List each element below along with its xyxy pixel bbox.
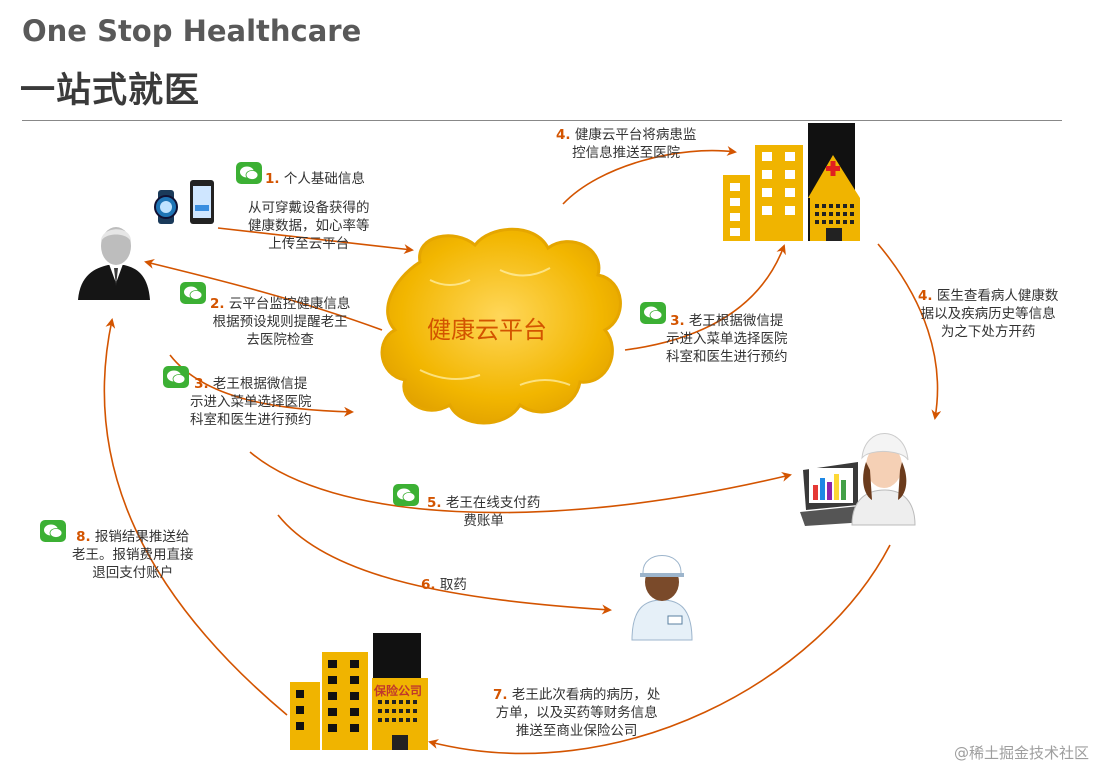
step-text: 科室和医生进行预约 [666,349,788,365]
step-text: 示进入菜单选择医院 [190,394,312,410]
step-text: 老王。报销费用直接 [72,547,194,563]
step-text: 方单，以及买药等财务信息 [495,705,658,721]
arrow-step8 [103,318,288,716]
step-text: 据以及疾病历史等信息 [920,306,1056,322]
step-1-detail: 从可穿戴设备获得的 健康数据，如心率等 上传至云平台 [248,199,370,253]
arrow-step6 [277,514,612,615]
step-text: 控信息推送至医院 [572,145,681,161]
step-8-label: 8. 报销结果推送给 老王。报销费用直接 退回支付账户 [72,528,194,582]
step-text: 医生查看病人健康数 [936,288,1059,304]
arrow-step2 [144,259,383,331]
step-3-right-label: 3. 老王根据微信提 示进入菜单选择医院 科室和医生进行预约 [666,312,788,366]
arrow-step4-right [877,243,942,420]
wechat-icon [180,282,206,304]
watermark: @稀土掘金技术社区 [953,744,1089,762]
step-1-label: 1. 个人基础信息 [265,170,365,188]
step-number: 8. [76,529,91,545]
step-4-right-label: 4. 医生查看病人健康数 据以及疾病历史等信息 为之下处方开药 [918,287,1058,341]
step-text: 取药 [439,577,467,593]
step-text: 推送至商业保险公司 [515,723,638,739]
step-text: 根据预设规则提醒老王 [212,314,348,330]
step-number: 7. [493,687,508,703]
step-text: 费账单 [463,513,504,529]
step-7-label: 7. 老王此次看病的病历，处 方单，以及买药等财务信息 推送至商业保险公司 [493,686,660,740]
insurance-building-icon [290,633,428,750]
step-number: 5. [427,495,442,511]
step-text: 退回支付账户 [92,565,174,581]
step-text: 老王在线支付药 [445,495,541,511]
arrow-step5 [249,451,792,514]
step-text: 个人基础信息 [283,171,365,187]
step-text: 上传至云平台 [268,236,350,252]
step-number: 3. [194,376,209,392]
step-text: 报销结果推送给 [94,529,190,545]
wechat-icon [40,520,66,542]
step-text: 示进入菜单选择医院 [666,331,788,347]
step-number: 6. [421,577,436,593]
arrow-step3-right [624,244,786,351]
patient-avatar-icon [78,227,150,300]
step-number: 1. [265,171,280,187]
step-text: 健康数据，如心率等 [248,218,370,234]
step-text: 为之下处方开药 [940,324,1036,340]
step-text: 科室和医生进行预约 [190,412,312,428]
step-text: 去医院检查 [246,332,314,348]
wechat-icon [640,302,666,324]
pharmacist-avatar-icon [631,555,693,641]
step-text: 从可穿戴设备获得的 [248,200,370,216]
step-text: 老王根据微信提 [212,376,308,392]
wechat-icon [236,162,262,184]
arrow-step7 [428,544,891,755]
wearable-device-icon [154,180,214,224]
insurance-company-label: 保险公司 [374,684,423,698]
step-6-label: 6. 取药 [421,576,467,594]
step-3-left-label: 3. 老王根据微信提 示进入菜单选择医院 科室和医生进行预约 [190,375,312,429]
step-text: 老王根据微信提 [688,313,784,329]
hospital-building-icon [723,123,860,241]
header-divider [22,120,1062,121]
cloud-platform-label: 健康云平台 [427,316,547,344]
title-english: One Stop Healthcare [22,14,362,48]
cloud-platform-icon [380,227,622,425]
wechat-icon [393,484,419,506]
step-text: 老王此次看病的病历，处 [511,687,661,703]
step-number: 3. [670,313,685,329]
step-number: 4. [918,288,933,304]
step-5-label: 5. 老王在线支付药 费账单 [427,494,540,530]
title-chinese: 一站式就医 [20,71,201,111]
arrow-step4-top [562,146,737,205]
arrow-step1 [217,227,414,255]
step-number: 2. [210,296,225,312]
step-text: 云平台监控健康信息 [228,296,351,312]
doctor-laptop-icon [800,433,916,526]
step-2-label: 2. 云平台监控健康信息 根据预设规则提醒老王 去医院检查 [210,295,350,349]
wechat-icon [163,366,189,388]
step-number: 4. [556,127,571,143]
step-text: 健康云平台将病患监 [574,127,697,143]
step-4-top-label: 4. 健康云平台将病患监 控信息推送至医院 [556,126,696,162]
